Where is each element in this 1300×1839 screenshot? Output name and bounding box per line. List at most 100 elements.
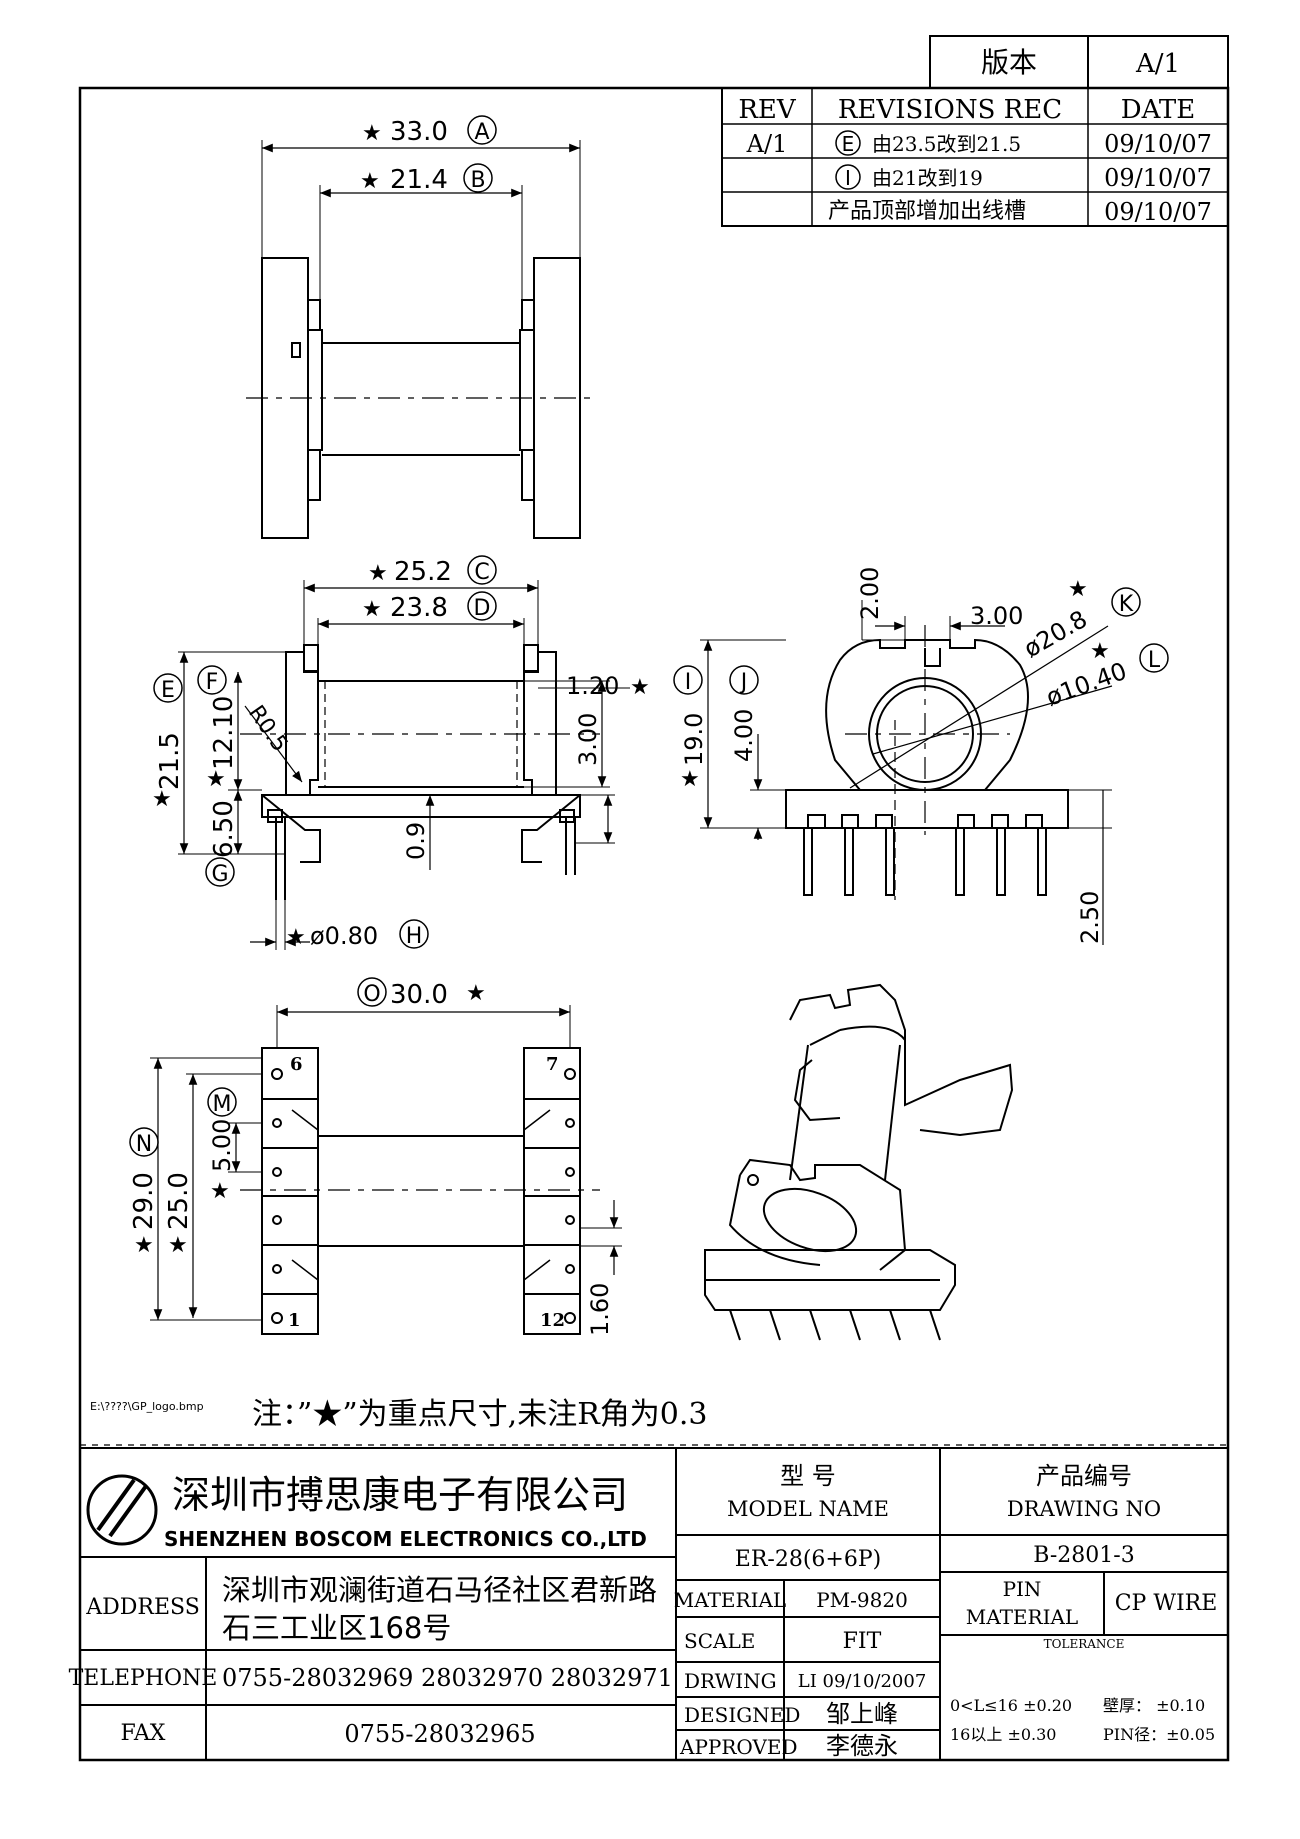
rev-row1-text: 由23.5改到21.5 <box>872 132 1021 156</box>
approved-value: 李德永 <box>826 1732 898 1760</box>
fax-label: FAX <box>121 1721 166 1746</box>
bottom-view-labels: 6 7 1 12 O 30.0 ★ N 29.0 ★ 25.0 ★ M 5.00… <box>129 977 614 1336</box>
dim-A-circle <box>467 115 497 145</box>
model-value: ER-28(6+6P) <box>735 1547 881 1572</box>
side-view <box>700 600 1113 945</box>
dim-G-circle <box>205 857 235 887</box>
rev-row2-text: 由21改到19 <box>872 166 983 190</box>
dim-O-value: 30.0 <box>390 980 448 1010</box>
front-view <box>178 580 630 950</box>
dim-I-star: ★ <box>680 767 700 792</box>
dim-J-circle <box>729 665 759 695</box>
dim-K-letter: K <box>1119 592 1134 617</box>
dim-A-value: 33.0 <box>390 117 448 147</box>
dim-H-star: ★ <box>286 925 306 950</box>
dim-C-star: ★ <box>368 561 388 586</box>
dim-300-value: 3.00 <box>574 713 602 766</box>
company-logo <box>86 1474 158 1546</box>
pin-12: 12 <box>540 1310 565 1331</box>
rev-row2-date: 09/10/07 <box>1104 164 1212 192</box>
company-name-cn: 深圳市搏思康电子有限公司 <box>172 1473 628 1517</box>
dim-E-value: 21.5 <box>155 732 185 790</box>
dim-N-circle <box>129 1127 159 1157</box>
dim-K-value: ø20.8 <box>1019 605 1092 663</box>
tolerance-line-1: 0<L≤16 ±0.20 <box>950 1696 1072 1715</box>
wall-tolerance: 壁厚： ±0.10 <box>1103 1696 1205 1715</box>
dim-L-letter: L <box>1148 648 1161 673</box>
dim-D-value: 23.8 <box>390 593 448 623</box>
pin-7: 7 <box>546 1054 559 1075</box>
dim-H-circle <box>399 919 429 949</box>
company-name-en: SHENZHEN BOSCOM ELECTRONICS CO.,LTD <box>164 1527 647 1551</box>
version-box: 版本 A/1 <box>929 35 1229 89</box>
dim-G-letter: G <box>211 862 228 887</box>
tolerance-label: TOLERANCE <box>1044 1637 1125 1651</box>
dim-K-star: ★ <box>1068 577 1088 602</box>
rev-row1-rev: A/1 <box>746 130 788 158</box>
telephone-value: 0755-28032969 28032970 28032971 <box>222 1664 673 1692</box>
drawing-value: B-2801-3 <box>1033 1543 1134 1568</box>
pin-6: 6 <box>290 1054 303 1075</box>
dim-200-value: 2.00 <box>856 567 884 620</box>
dim-J-value: 4.00 <box>730 709 758 762</box>
dim-C-letter: C <box>474 560 489 585</box>
dim-B-letter: B <box>470 168 485 193</box>
dim-I-value: 19.0 <box>680 713 708 766</box>
dim-M-star: ★ <box>210 1179 230 1204</box>
dim-B-value: 21.4 <box>390 165 448 195</box>
isometric-view <box>704 983 1014 1341</box>
fax-value: 0755-28032965 <box>344 1720 535 1748</box>
dim-A-letter: A <box>474 120 489 145</box>
dim-D-circle <box>467 591 497 621</box>
dim-D-star: ★ <box>362 597 382 622</box>
dim-300b-value: 3.00 <box>970 602 1023 630</box>
dim-250-value: 2.50 <box>1076 891 1104 944</box>
dim-F-circle <box>197 665 227 695</box>
dim-C-value: 25.2 <box>394 557 452 587</box>
dim-O-letter: O <box>363 982 380 1007</box>
dim-L-value: ø10.40 <box>1042 657 1130 712</box>
pin-material-label-1: PIN <box>1003 1577 1042 1601</box>
dim-B-star: ★ <box>360 169 380 194</box>
dim-K-circle <box>1111 587 1141 617</box>
dim-F-value: 12.10 <box>209 696 239 770</box>
dim-250b-value: 25.0 <box>164 1172 194 1230</box>
rev-row3-date: 09/10/07 <box>1104 198 1212 226</box>
drawing-label-en: DRAWING NO <box>1007 1497 1161 1521</box>
rev-row1-date: 09/10/07 <box>1104 130 1212 158</box>
rev-row2-mark: I <box>845 166 851 190</box>
logo-path: E:\????\GP_logo.bmp <box>90 1400 204 1413</box>
designed-value: 邹上峰 <box>826 1700 898 1728</box>
dim-E-circle <box>153 673 183 703</box>
dim-09-value: 0.9 <box>402 822 430 860</box>
dim-F-letter: F <box>206 670 219 695</box>
telephone-label: TELEPHONE <box>69 1666 218 1691</box>
dim-N-value: 29.0 <box>129 1172 159 1230</box>
pin-diameter-tolerance: PIN径：±0.05 <box>1103 1725 1215 1744</box>
scale-label: SCALE <box>684 1629 755 1653</box>
dim-A-star: ★ <box>362 121 382 146</box>
designed-label: DESIGNED <box>684 1703 800 1727</box>
rev-row2-mark-circle <box>835 164 861 190</box>
dim-I-circle <box>673 665 703 695</box>
dim-M-circle <box>207 1087 237 1117</box>
material-label: MATERIAL <box>674 1588 786 1612</box>
title-block <box>80 1447 1228 1760</box>
model-label-cn: 型 号 <box>780 1462 836 1490</box>
bottom-view <box>150 1005 622 1335</box>
dim-E-star: ★ <box>152 787 172 812</box>
rev-row1-mark: E <box>842 132 855 156</box>
address-label: ADDRESS <box>85 1595 200 1620</box>
dim-160-value: 1.60 <box>586 1283 614 1336</box>
dim-O-star: ★ <box>466 981 486 1006</box>
dim-120-value: 1.20 <box>566 672 619 700</box>
pin-material-value: CP WIRE <box>1115 1591 1218 1616</box>
dim-M-letter: M <box>213 1092 232 1117</box>
dim-I-letter: I <box>685 670 692 695</box>
approved-label: APPROVED <box>679 1735 798 1759</box>
pin-1: 1 <box>288 1310 301 1331</box>
drawing-label-cn: 产品编号 <box>1036 1462 1132 1490</box>
scale-value: FIT <box>843 1629 882 1654</box>
dim-M-value: 5.00 <box>208 1119 236 1172</box>
